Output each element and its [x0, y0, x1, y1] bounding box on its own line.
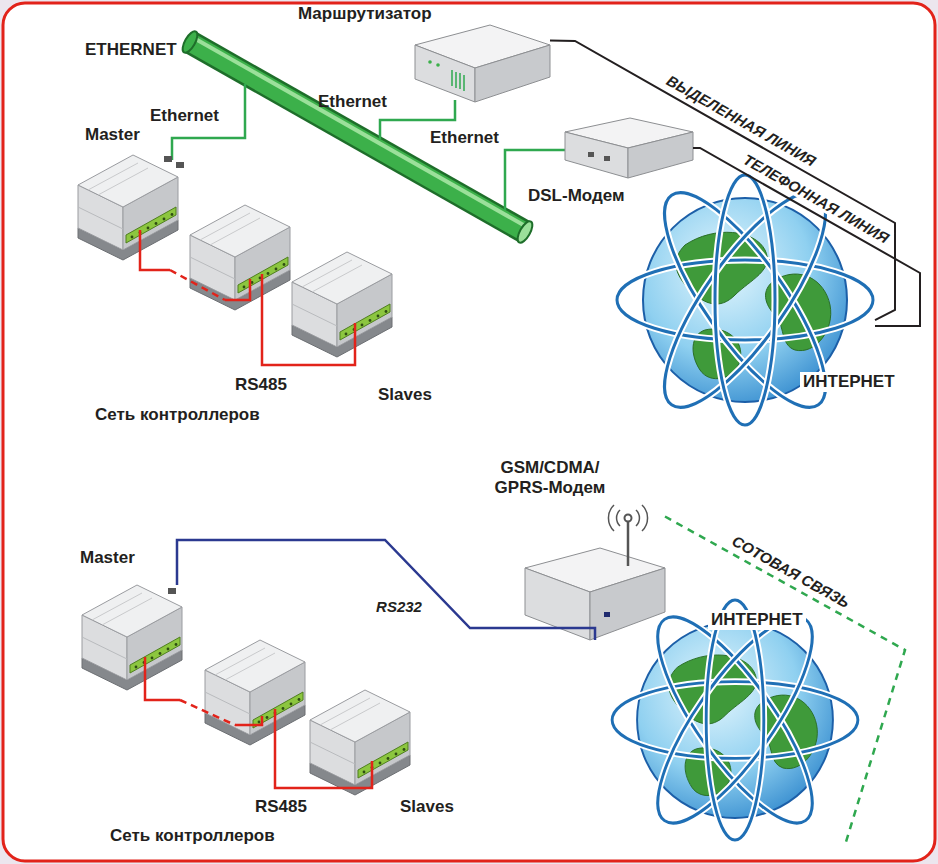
device-label: Маршрутизатор [298, 4, 432, 24]
wire-label: Ethernet [150, 106, 219, 126]
gsm-modem [525, 505, 665, 640]
slave-controller [190, 205, 290, 310]
device-node: GSM/CDMA/ GPRS-Модем [525, 510, 665, 640]
device-label: Master [85, 125, 140, 145]
wire-label: Ethernet [430, 128, 499, 148]
wire-label: Ethernet [318, 92, 387, 112]
device-label: Master [80, 548, 135, 568]
frame [3, 3, 935, 861]
master-controller [82, 585, 182, 690]
port [168, 588, 176, 594]
slave-controller [205, 640, 305, 745]
device-label: ИНТЕРНЕТ [708, 610, 806, 630]
port [164, 156, 184, 168]
router-device [415, 25, 550, 102]
wire-label: Сеть контроллеров [95, 405, 260, 425]
rs485-wire [145, 657, 372, 788]
device-label: GSM/CDMA/ GPRS-Модем [480, 458, 620, 497]
wire-label: Slaves [378, 385, 432, 405]
wire-label: ETHERNET [85, 40, 177, 60]
wire-label: RS485 [235, 375, 287, 395]
device-node: Master [78, 155, 178, 260]
link-line [665, 517, 905, 846]
link-line [550, 41, 895, 320]
device-node: Маршрутизатор [415, 25, 550, 103]
device-node: Master [82, 585, 182, 690]
link-line [693, 148, 920, 326]
globe [612, 597, 858, 842]
wire-label: RS485 [255, 797, 307, 817]
dsl-modem [565, 118, 693, 178]
line-label: СОТОВАЯ СВЯЗЬ [727, 531, 856, 613]
slave-controller [292, 252, 392, 357]
rs485-wire [140, 230, 355, 365]
device-node: ИНТЕРНЕТ [610, 595, 860, 845]
line-label: RS232 [373, 598, 425, 615]
ethernet-wire [172, 84, 565, 210]
slave-controller [310, 690, 410, 795]
device-label: ИНТЕРНЕТ [800, 372, 898, 392]
wire-label: Slaves [400, 797, 454, 817]
link-line [177, 540, 595, 640]
device-node: DSL-Модем [565, 118, 693, 178]
master-controller [78, 155, 178, 260]
wire-label: Сеть контроллеров [110, 826, 275, 846]
device-label: DSL-Модем [528, 186, 625, 206]
